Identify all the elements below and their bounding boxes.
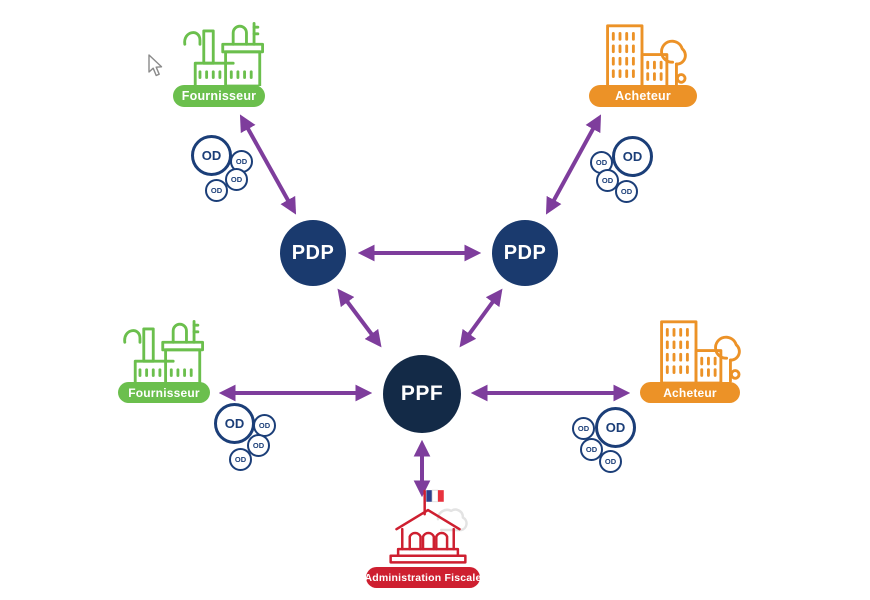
fournisseur-top-label: Fournisseur xyxy=(173,85,265,107)
od-text: OD xyxy=(235,157,248,166)
od-circle-large: OD xyxy=(191,135,232,176)
od-circle-small: OD xyxy=(225,168,248,191)
od-text: OD xyxy=(622,149,643,164)
pdp-left-label: PDP xyxy=(291,241,335,264)
acheteur-bottom-label: Acheteur xyxy=(640,382,740,403)
fournisseur-bottom-label: Fournisseur xyxy=(118,382,210,403)
od-text: OD xyxy=(595,158,608,167)
od-circle-small: OD xyxy=(580,438,603,461)
od-text: OD xyxy=(210,186,223,195)
od-text: OD xyxy=(604,457,617,466)
ppf-label: PPF xyxy=(400,382,444,405)
od-text: OD xyxy=(224,416,245,431)
factory-icon-top xyxy=(183,21,264,86)
od-circle-large: OD xyxy=(595,407,636,448)
od-text: OD xyxy=(201,148,222,163)
od-circle-small: OD xyxy=(205,179,228,202)
acheteur-top-label: Acheteur xyxy=(589,85,697,107)
od-text: OD xyxy=(234,455,247,464)
od-circle-small: OD xyxy=(247,434,270,457)
od-text: OD xyxy=(605,420,626,435)
administration-building-icon xyxy=(389,489,468,564)
pdp-right-node: PDP xyxy=(492,220,558,286)
ppf-node: PPF xyxy=(383,355,461,433)
factory-icon-bottom xyxy=(123,319,204,384)
od-text: OD xyxy=(585,445,598,454)
administration-fiscale-label: Administration Fiscale xyxy=(365,567,481,588)
buildings-icon-bottom xyxy=(660,320,741,384)
pdp-left-node: PDP xyxy=(280,220,346,286)
od-circle-small: OD xyxy=(229,448,252,471)
arrow-pdp-left-ppf xyxy=(337,288,382,348)
od-circle-small: OD xyxy=(253,414,276,437)
od-text: OD xyxy=(601,176,614,185)
od-circle-small: OD xyxy=(572,417,595,440)
od-text: OD xyxy=(252,441,265,450)
od-text: OD xyxy=(258,421,271,430)
od-text: OD xyxy=(620,187,633,196)
od-circle-small: OD xyxy=(599,450,622,473)
od-circle-small: OD xyxy=(596,169,619,192)
od-text: OD xyxy=(230,175,243,184)
pdp-right-label: PDP xyxy=(503,241,547,264)
buildings-icon-top xyxy=(606,24,687,88)
od-circle-large: OD xyxy=(612,136,653,177)
od-text: OD xyxy=(577,424,590,433)
arrow-pdp-right-ppf xyxy=(459,288,503,348)
od-circle-small: OD xyxy=(615,180,638,203)
mouse-cursor-icon xyxy=(148,54,163,77)
